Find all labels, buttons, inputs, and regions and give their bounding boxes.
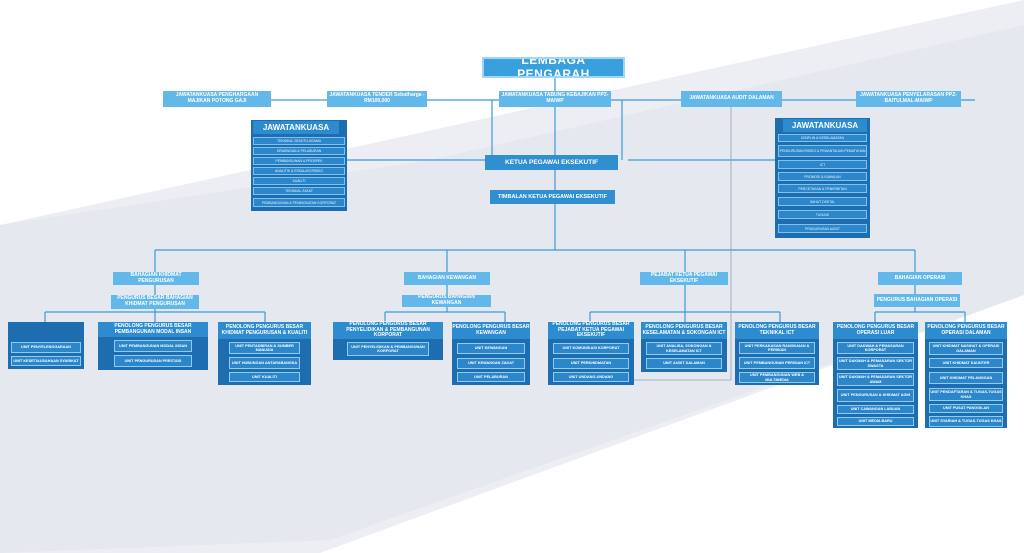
unit-box: UNIT PEMBANGUNAN MODAL INSAN — [114, 340, 192, 352]
top-board-box: LEMBAGA PENGARAH — [482, 57, 625, 78]
right-committee-panel: JAWATANKUASA DISIPLIN & KESELAMATAN PENG… — [775, 118, 870, 238]
committee-penghargaan-box: JAWATANKUASA PENGHARGAAN MAJIKAN POTONG … — [163, 91, 271, 107]
unit-card: PENOLONG PENGURUS BESAR KHIDMAT PENGURUS… — [218, 322, 311, 385]
left-committee-panel: JAWATANKUASA TEKNIKAL SEKUTU AGAMA KEWAN… — [251, 120, 347, 211]
right-panel-item: PENGURUSAN RISIKO & PEMANTAUAN PEMATUHAN — [778, 145, 867, 157]
unit-box: UNIT KHIDMAT PELANGGAN — [929, 372, 1003, 384]
unit-box: UNIT CAWANGAN LABUAN — [837, 405, 914, 414]
left-panel-item: PEMBANGUNAN & PENINGKATAN KORPORAT — [253, 198, 345, 207]
unit-box: UNIT HUBUNGAN ANTARABANGSA — [229, 357, 300, 369]
left-panel-item: KUALITI — [253, 177, 345, 185]
division-operasi-box: BAHAGIAN OPERASI — [878, 272, 962, 285]
unit-card: PENOLONG PENGURUS BESAR TEKNIKAL ICT UNI… — [735, 322, 819, 385]
division-kewangan-box: BAHAGIAN KEWANGAN — [404, 272, 490, 285]
unit-box: UNIT UNDANG-UNDANG — [553, 372, 629, 382]
unit-card: PENOLONG PENGURUS BESAR PENYELIDIKAN & P… — [333, 321, 443, 360]
unit-card: PENOLONG PENGURUS BESAR OPERASI DALAMAN … — [925, 322, 1007, 428]
right-panel-item: DISIPLIN & KESELAMATAN — [778, 134, 867, 142]
card-title: PENOLONG PENGURUS BESAR PENYELIDIKAN & P… — [333, 321, 443, 339]
right-panel-title: JAWATANKUASA — [783, 119, 867, 132]
ceo-box: KETUA PEGAWAI EKSEKUTIF — [485, 155, 618, 170]
card-title: PENOLONG PENGURUS BESAR TEKNIKAL ICT — [735, 322, 819, 339]
card-title: PENOLONG PENGURUS BESAR KEWANGAN — [452, 322, 530, 339]
left-panel-item: PEMBANGUNAN & PROSPEK — [253, 157, 345, 165]
unit-box: UNIT PENTADBIRAN & SUMBER MANUSIA — [229, 342, 300, 354]
unit-card: PENOLONG PENGURUS BESAR PEMBANGUNAN MODA… — [98, 322, 208, 370]
unit-box: UNIT PERKAKASAN RANGKAIAN & PERISIAN — [739, 342, 815, 354]
unit-card: PENOLONG PENGURUS BESAR OPERASI LUAR UNI… — [833, 322, 918, 428]
unit-box: UNIT PENGURUSAN PRESTASI — [114, 355, 192, 367]
card-title: PENOLONG PENGURUS BESAR KHIDMAT PENGURUS… — [218, 322, 311, 339]
unit-box: UNIT DAKWAH & PEMASARAN SEKTOR SWASTA — [837, 357, 914, 370]
deputy-ceo-box: TIMBALAN KETUA PEGAWAI EKSEKUTIF — [490, 190, 615, 204]
committee-tabung-box: JAWATANKUASA TABUNG KEBAJIKAN PPZ-MAIWP — [499, 91, 611, 107]
committee-audit-box: JAWATANKUASA AUDIT DALAMAN — [681, 91, 782, 107]
unit-box: UNIT PENDAFTARAN & TUGAS-TUGAS KHAS — [929, 388, 1003, 401]
unit-card: PENOLONG PENGURUS BESAR KESELAMATAN & SO… — [641, 322, 727, 372]
left-panel-item: TEKNIKAL ZAKAT — [253, 187, 345, 195]
unit-card: PENOLONG PENGURUS BESAR PEJABAT KETUA PE… — [548, 321, 634, 385]
division-khidmat-box: BAHAGIAN KHIDMAT PENGURUSAN — [113, 272, 199, 285]
unit-box: UNIT PERKHIDMATAN — [553, 358, 629, 369]
unit-box: UNIT PEMBANGUNAN WEB & MULTIMEDIA — [739, 372, 815, 383]
left-panel-title: JAWATANKUASA — [253, 121, 339, 134]
unit-box: UNIT PEMBANGUNAN PERISIAN ICT — [739, 357, 815, 369]
unit-card: UNIT PENYELENGGARAAN UNIT KESETIAUSAHAAN… — [8, 322, 84, 369]
unit-box: UNIT MEDIA BARU — [837, 417, 914, 426]
card-title: PENOLONG PENGURUS BESAR PEMBANGUNAN MODA… — [98, 322, 208, 337]
unit-box: UNIT KHIDMAT KAUNTER — [929, 358, 1003, 368]
left-panel-item: ANALITIK & ESKALASI RISIKO — [253, 167, 345, 175]
right-panel-item: ICT — [778, 160, 867, 169]
unit-box: UNIT KEWANGAN — [457, 343, 525, 354]
unit-box: UNIT KESETIAUSAHAAN SYARIKAT — [11, 356, 81, 366]
unit-box: UNIT KEWANGAN ZAKAT — [457, 358, 525, 369]
card-title: PENOLONG PENGURUS BESAR OPERASI LUAR — [833, 322, 918, 339]
left-panel-item: KEWANGAN & PELABURAN — [253, 147, 345, 155]
committee-tender-box: JAWATANKUASA TENDER Sebutharga - RM100,0… — [327, 91, 427, 107]
unit-box: UNIT DAKWAH & PEMASARAN SEKTOR AWAM — [837, 373, 914, 386]
unit-box: UNIT PENYELENGGARAAN — [11, 342, 81, 353]
right-panel-item: TUNJUK — [778, 210, 867, 219]
division-pejabat-box: PEJABAT KETUA PEGAWAI EKSEKUTIF — [640, 272, 728, 285]
right-panel-item: PROMOSI & KAWALAN — [778, 172, 867, 181]
right-panel-item: PERCETAKAN & PENERBITAN — [778, 184, 867, 193]
unit-box: UNIT KOMUNIKASI KORPORAT — [553, 343, 629, 354]
unit-box: UNIT PUSAT PANGGILAN — [929, 404, 1003, 413]
unit-box: UNIT PENGURUSAN & KHIDMAT AGIH — [837, 389, 914, 402]
card-title: PENOLONG PENGURUS BESAR PEJABAT KETUA PE… — [548, 321, 634, 339]
right-panel-item: PENGURUSAN AUDIT — [778, 224, 867, 233]
left-panel-item: TEKNIKAL SEKUTU AGAMA — [253, 137, 345, 145]
unit-box: UNIT SYARIAH & TUGAS-TUGAS KHAS — [929, 416, 1003, 427]
unit-box: UNIT AUDIT DALAMAN — [646, 358, 722, 369]
unit-box: UNIT PENYELIDIKAN & PEMBANGUNAN KORPORAT — [347, 342, 429, 356]
unit-box: UNIT ANALISA, SOKONGAN & KESELAMATAN ICT — [646, 342, 722, 355]
unit-box: UNIT PELABURAN — [457, 372, 525, 382]
unit-box: UNIT KHIDMAT NASIHAT & OPERASI DALAMAN — [929, 342, 1003, 355]
division-kewangan-head-box: PENGURUS BAHAGIAN KEWANGAN — [402, 295, 491, 307]
card-title: PENOLONG PENGURUS BESAR KESELAMATAN & SO… — [641, 322, 727, 339]
right-panel-item: SAHUT DIGITAL — [778, 197, 867, 206]
card-title: PENOLONG PENGURUS BESAR OPERASI DALAMAN — [925, 322, 1007, 339]
unit-box: UNIT KUALITI — [229, 372, 300, 382]
division-khidmat-head-box: PENGURUS BESAR BAHAGIAN KHIDMAT PENGURUS… — [111, 295, 199, 309]
division-operasi-head-box: PENGURUS BAHAGIAN OPERASI — [874, 294, 960, 307]
committee-penyelarasan-box: JAWATANKUASA PENYELARASAN PPZ-BAITULMAL-… — [856, 91, 961, 107]
unit-card: PENOLONG PENGURUS BESAR KEWANGAN UNIT KE… — [452, 322, 530, 385]
unit-box: UNIT DAKWAH & PEMASARAN KORPORAT — [837, 342, 914, 354]
